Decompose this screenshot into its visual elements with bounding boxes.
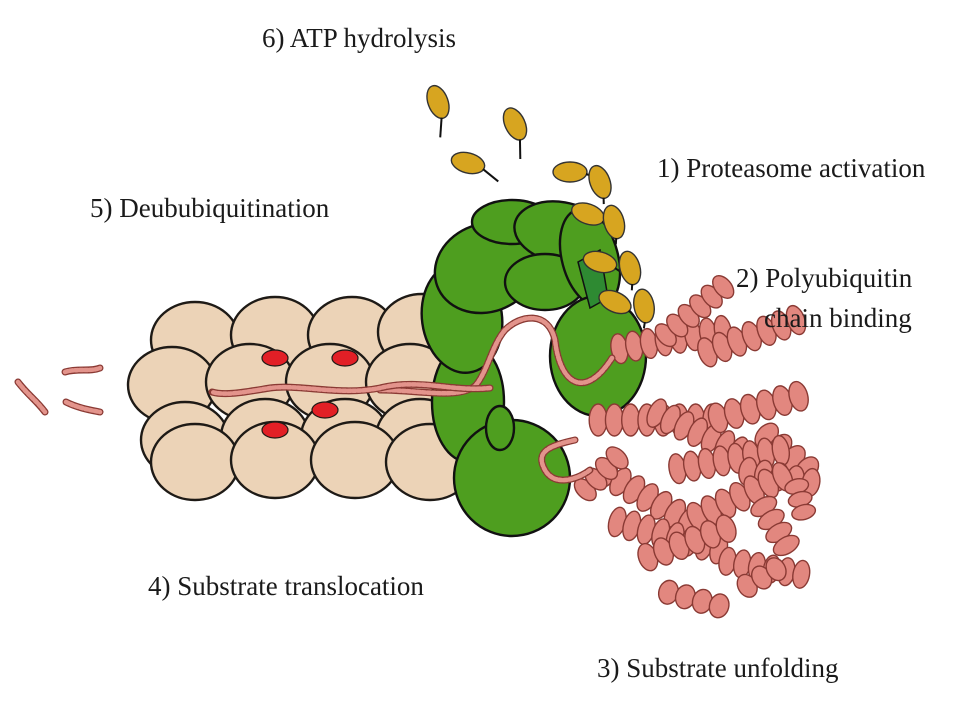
free-ubiquitin-0 <box>426 84 450 138</box>
substrate-helix-5 <box>707 380 809 434</box>
translocating-polypeptide <box>208 314 616 484</box>
released-peptides <box>14 364 104 416</box>
ubiquitin-tail <box>482 168 499 183</box>
substrate-helix-0 <box>610 314 733 365</box>
core-subunit-r3c0 <box>149 422 241 502</box>
label-chain-binding: chain binding <box>764 303 912 333</box>
helix-turn <box>620 403 641 437</box>
chain-segment-0 <box>377 315 615 396</box>
regulatory-subunit-9 <box>484 404 516 452</box>
ubiquitin-body <box>582 250 618 274</box>
chain-ubiquitin-7 <box>582 250 621 274</box>
helix-turn <box>605 446 629 470</box>
chain-ubiquitin-9 <box>598 289 634 316</box>
substrate-helix-18 <box>784 478 817 521</box>
substrate-helix-15 <box>573 446 629 502</box>
ubiquitin-body <box>602 204 626 240</box>
free-ubiquitin-1 <box>502 107 528 160</box>
helix-turn <box>604 403 625 437</box>
chain-segment-2 <box>209 382 493 396</box>
regulatory-particle-19s <box>420 198 648 538</box>
substrate-helix-17 <box>736 557 787 598</box>
label-atp-hydrolysis: 6) ATP hydrolysis <box>262 23 457 53</box>
chain-ubiquitin-4 <box>588 164 612 205</box>
ubiquitin-tail <box>630 283 634 291</box>
label-deubiquitination: 5) Deububiquitination <box>90 193 330 223</box>
ubiquitin-tail <box>602 197 605 205</box>
ubiquitin-body <box>450 151 486 175</box>
free-ubiquitin-2 <box>450 151 499 183</box>
helix-turn <box>588 403 608 437</box>
helix-turn <box>772 534 800 557</box>
chain-ubiquitin-6 <box>602 204 626 245</box>
ubiquitin-chain <box>426 84 655 329</box>
chain-ubiquitin-8 <box>618 250 642 291</box>
substrate-helix-16 <box>657 579 730 619</box>
ubiquitin-body <box>618 250 642 286</box>
active-site-3 <box>261 421 289 439</box>
label-substrate-unfolding: 3) Substrate unfolding <box>597 653 839 683</box>
peptide-fragment-2 <box>63 399 103 415</box>
helix-turn <box>712 274 735 299</box>
ubiquitin-body <box>552 161 588 183</box>
label-substrate-translocation: 4) Substrate translocation <box>148 571 424 601</box>
helix-turn <box>791 503 817 521</box>
substrate-helix-2 <box>697 304 807 368</box>
helix-turn <box>765 557 787 582</box>
ubiquitin-tail <box>614 237 618 245</box>
peptide-fragment-1 <box>62 365 103 375</box>
ubiquitin-body <box>502 107 528 141</box>
chain-ubiquitin-10 <box>633 288 655 329</box>
substrate-protein <box>573 274 821 619</box>
chain-segment-1 <box>539 437 593 483</box>
peptide-fragment-0 <box>15 379 48 415</box>
ubiquitin-tail <box>627 309 634 316</box>
active-site-0 <box>261 349 289 367</box>
active-site-1 <box>331 349 359 367</box>
substrate-helix-12 <box>750 495 800 557</box>
helix-turn <box>708 593 730 619</box>
substrate-helix-1 <box>654 274 735 348</box>
active-site-2 <box>311 401 339 419</box>
ubiquitin-body <box>633 288 655 324</box>
label-polyubiquitin: 2) Polyubiquitin <box>736 263 913 293</box>
chain-ubiquitin-3 <box>552 161 593 183</box>
ubiquitin-body <box>426 84 450 120</box>
helix-turn <box>715 514 737 543</box>
label-proteasome-activation: 1) Proteasome activation <box>657 153 926 183</box>
ubiquitin-tail <box>439 117 443 138</box>
helix-turn <box>788 380 809 412</box>
ubiquitin-tail <box>614 267 621 273</box>
helix-turn <box>785 304 807 336</box>
ubiquitin-tail <box>642 321 646 329</box>
core-particle-20s <box>126 292 476 502</box>
substrate-helix-13 <box>637 514 737 572</box>
helix-turn <box>792 559 811 589</box>
ubiquitin-tail <box>518 139 522 160</box>
ubiquitin-body <box>598 289 632 315</box>
ubiquitin-body <box>588 164 612 200</box>
